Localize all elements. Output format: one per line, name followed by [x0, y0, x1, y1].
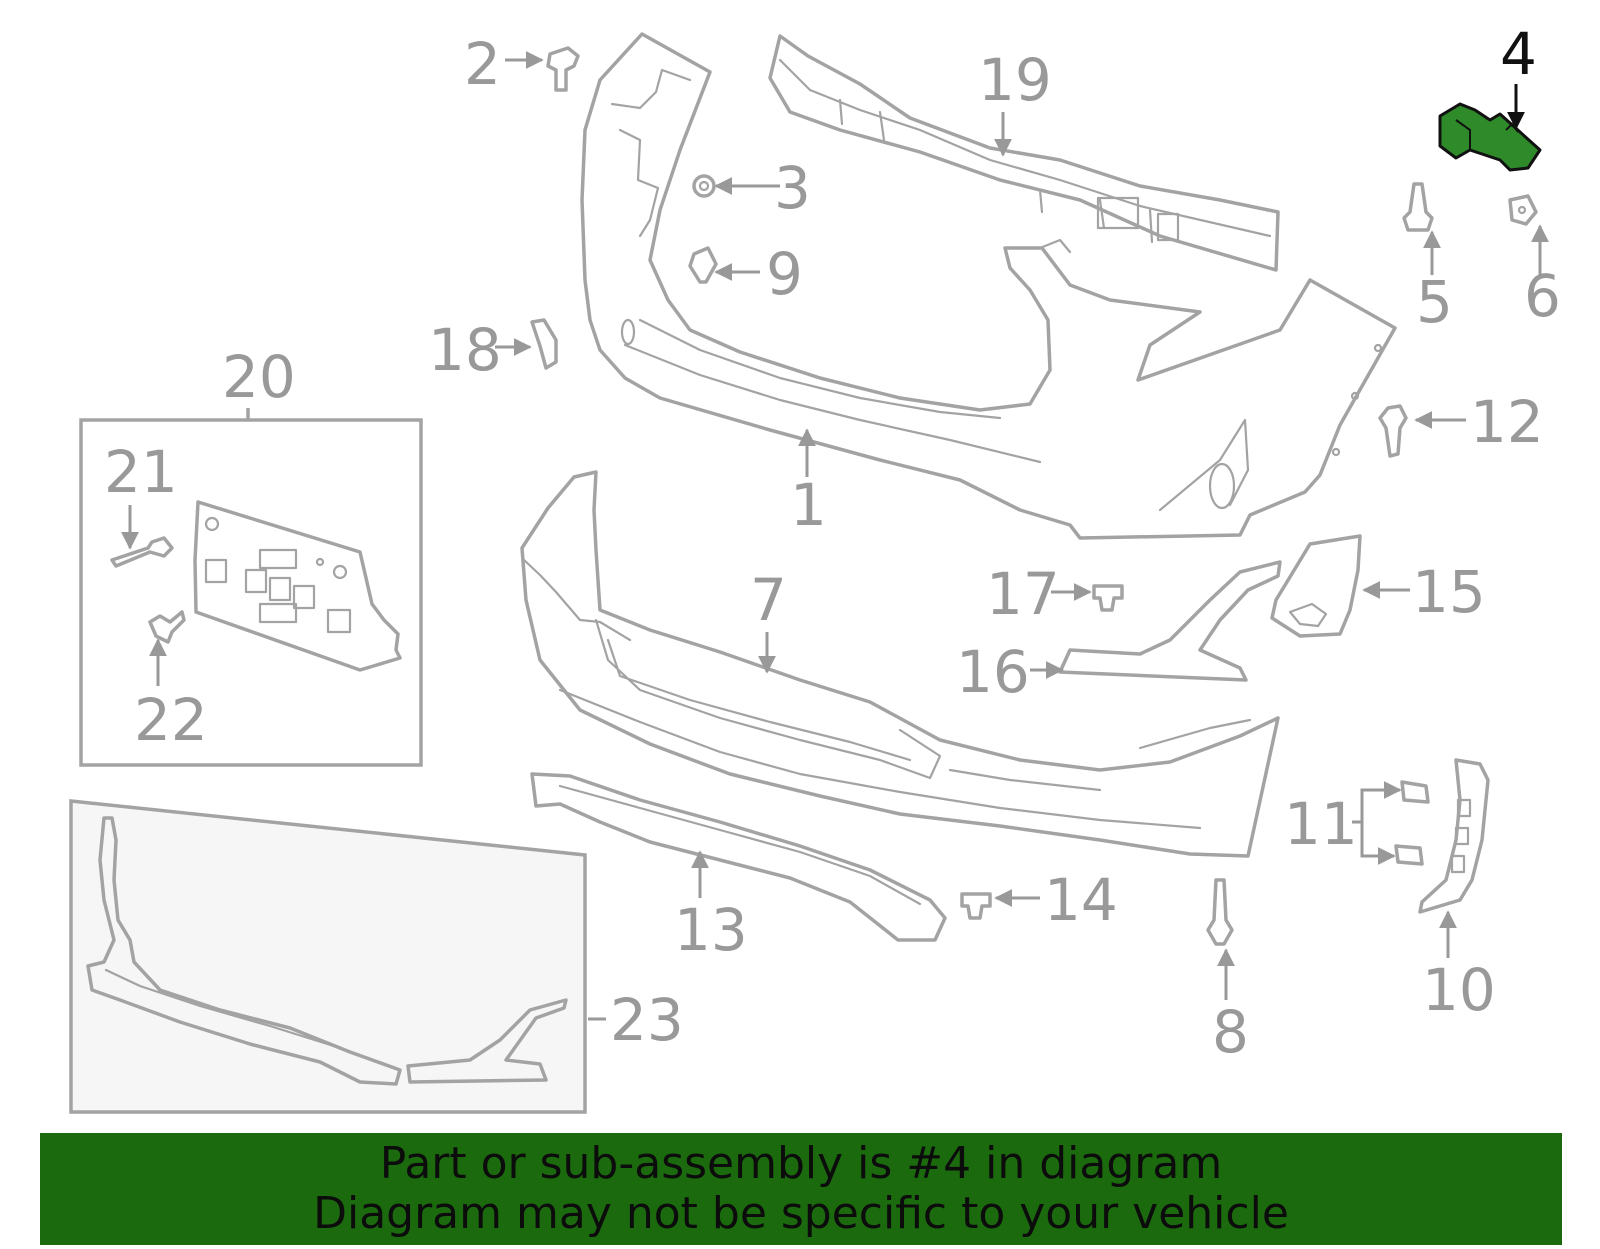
callout-22: 22 — [134, 686, 208, 754]
callout-16: 16 — [956, 638, 1030, 706]
bumper-fascia-lower — [520, 470, 1280, 858]
bolt-12 — [1378, 404, 1408, 458]
energy-absorber — [768, 34, 1280, 272]
callout-23: 23 — [610, 986, 684, 1054]
callout-15: 15 — [1412, 558, 1486, 626]
side-bracket — [1418, 758, 1490, 914]
nut-11a — [1400, 780, 1430, 804]
callout-9: 9 — [766, 240, 803, 308]
info-banner: Part or sub-assembly is #4 in diagram Di… — [40, 1133, 1562, 1245]
nut-11b — [1394, 844, 1424, 866]
trim-kit-box — [69, 799, 587, 1114]
callout-8: 8 — [1212, 998, 1249, 1066]
callout-3: 3 — [774, 154, 811, 222]
license-bracket-box — [79, 408, 423, 767]
callout-20: 20 — [222, 343, 296, 411]
callout-18: 18 — [428, 316, 502, 384]
pin-8 — [1206, 878, 1234, 946]
callout-10: 10 — [1422, 956, 1496, 1024]
callout-21: 21 — [104, 438, 178, 506]
nut-6 — [1508, 194, 1538, 226]
bolt-5 — [1402, 182, 1434, 232]
callout-numbers: 2 3 9 19 1 18 4 5 6 12 20 21 22 7 17 15 … — [104, 20, 1561, 1066]
callout-11: 11 — [1284, 790, 1358, 858]
leader-lines — [121, 51, 1549, 1021]
clip-18 — [530, 318, 558, 370]
callout-12: 12 — [1470, 388, 1544, 456]
callout-13: 13 — [674, 896, 748, 964]
callout-4: 4 — [1500, 20, 1537, 88]
callout-14: 14 — [1044, 866, 1118, 934]
skid-plate — [530, 772, 947, 942]
banner-line-1: Part or sub-assembly is #4 in diagram — [379, 1138, 1223, 1189]
callout-5: 5 — [1416, 268, 1453, 336]
fastener-3 — [692, 174, 716, 198]
bumper-fascia-upper — [580, 32, 1397, 540]
clip-14 — [960, 892, 992, 920]
callout-7: 7 — [750, 566, 787, 634]
callout-6: 6 — [1524, 262, 1561, 330]
fog-lamp-bezel — [1270, 534, 1362, 638]
highlighted-bracket-part-4 — [1438, 102, 1542, 172]
callout-2: 2 — [464, 30, 501, 98]
fastener-2 — [546, 46, 580, 92]
callout-1: 1 — [790, 471, 827, 539]
callout-19: 19 — [978, 46, 1052, 114]
clip-17 — [1092, 584, 1124, 612]
callout-17: 17 — [986, 560, 1060, 628]
banner-line-2: Diagram may not be specific to your vehi… — [313, 1188, 1289, 1239]
trim-bar — [1058, 560, 1282, 682]
fastener-9 — [688, 246, 718, 284]
